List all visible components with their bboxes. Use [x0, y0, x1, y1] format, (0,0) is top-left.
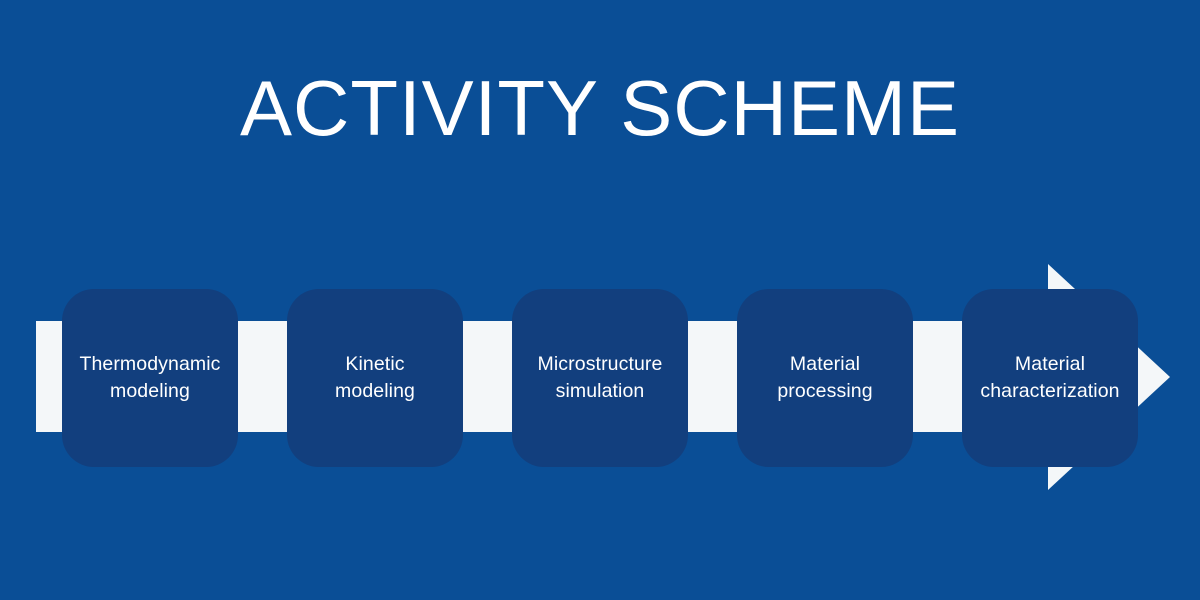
process-step-label: Microstructure simulation: [538, 351, 663, 405]
process-step-label-line2: modeling: [335, 380, 415, 402]
process-step-label: Material characterization: [980, 351, 1119, 405]
process-step-material-processing[interactable]: Material processing: [737, 289, 913, 467]
process-step-label-line2: modeling: [110, 380, 190, 402]
process-step-label: Thermodynamic modeling: [79, 351, 220, 405]
process-step-label: Material processing: [777, 351, 872, 405]
process-step-label-line1: Material: [789, 353, 861, 375]
process-step-label-line2: processing: [777, 380, 873, 402]
process-step-label-line1: Thermodynamic: [79, 353, 221, 375]
process-step-label: Kinetic modeling: [335, 351, 415, 405]
process-step-microstructure-simulation[interactable]: Microstructure simulation: [512, 289, 688, 467]
process-step-label-line1: Kinetic: [345, 353, 405, 375]
process-step-kinetic-modeling[interactable]: Kinetic modeling: [287, 289, 463, 467]
page-title: ACTIVITY SCHEME: [239, 64, 960, 152]
process-step-label-line2: simulation: [555, 380, 645, 402]
process-step-label-line1: Material: [1014, 353, 1086, 375]
process-step-thermodynamic-modeling[interactable]: Thermodynamic modeling: [62, 289, 238, 467]
process-step-label-line2: characterization: [980, 380, 1120, 402]
process-step-label-line1: Microstructure: [537, 353, 663, 375]
process-step-material-characterization[interactable]: Material characterization: [962, 289, 1138, 467]
